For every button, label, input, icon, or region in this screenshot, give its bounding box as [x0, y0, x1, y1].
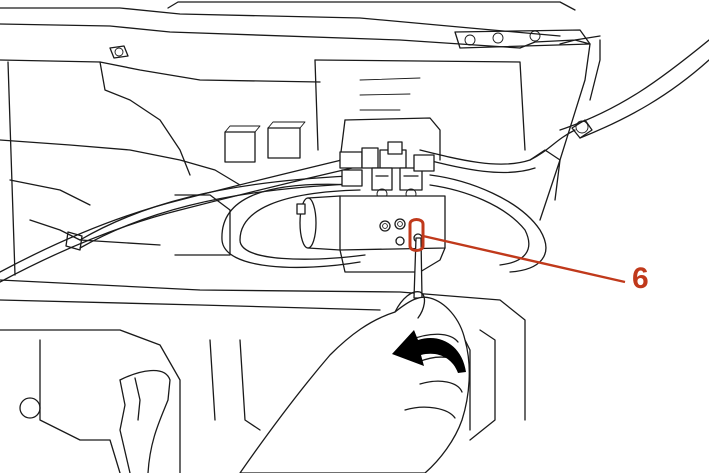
hex-key-icon — [413, 237, 423, 299]
hand-icon — [239, 291, 470, 473]
callout-number: 6 — [632, 262, 649, 295]
rotation-arrow-icon — [392, 330, 466, 373]
hydraulic-hoses — [0, 129, 576, 283]
callout-6: 6 — [408, 218, 649, 295]
pump-fittings — [296, 141, 446, 273]
